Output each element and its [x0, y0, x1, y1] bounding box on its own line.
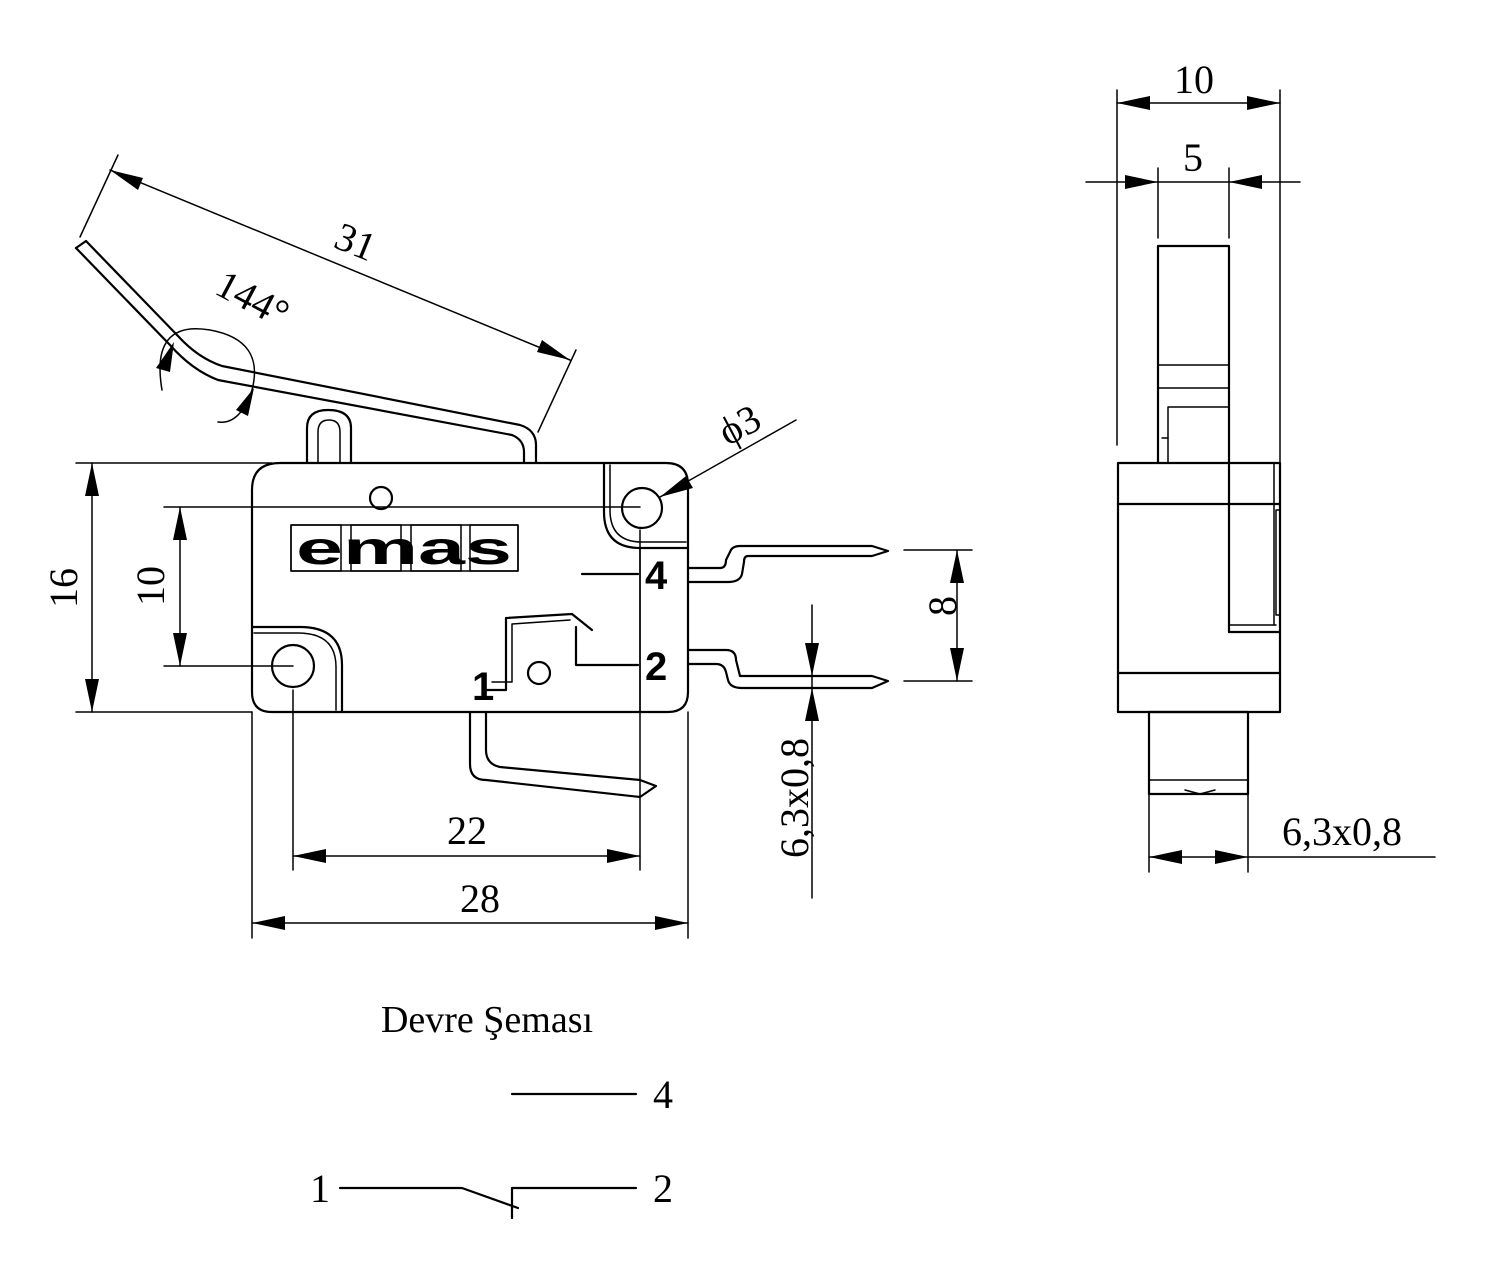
mount-pocket-inner-top-right [609, 464, 687, 543]
circuit-line-2 [510, 1186, 638, 1220]
contact-1-inner [491, 619, 571, 683]
side-dim-actuator-width: 5 [1183, 135, 1203, 180]
side-dim-63-arrow-left [1149, 850, 1182, 864]
dim-28-arrow-right [655, 916, 688, 930]
dim-8-arrow-top [950, 550, 964, 583]
switch-body [250, 461, 690, 714]
mounting-hole-top-right [620, 486, 664, 530]
dim-terminal-size-front: 6,3x0,8 [772, 738, 817, 858]
contact-2-mark [574, 625, 640, 667]
dim-22-arrow-left [293, 849, 326, 863]
circuit-diagram-title: Devre Şeması [381, 999, 593, 1041]
side-dim-width: 10 [1174, 57, 1214, 102]
dim-8-arrow-bottom [950, 648, 964, 681]
brand-logo-text: emas [296, 522, 512, 574]
side-terminal [1147, 710, 1250, 796]
dim-10v-arrow-bottom [173, 633, 187, 666]
side-actuator [1156, 244, 1231, 465]
dim-16-arrow-top [85, 463, 99, 496]
side-dim-10-arrow-left [1117, 96, 1150, 110]
dim-height: 16 [41, 568, 86, 608]
mount-pocket-bottom-left [250, 625, 344, 714]
dim-lever-angle: 144° [209, 261, 297, 336]
side-dim-5-arrow-right [1229, 175, 1262, 189]
plunger [305, 408, 353, 465]
dim-144-arrow-a [156, 342, 174, 372]
lever-arm [74, 239, 538, 465]
terminal-4-label: 4 [645, 554, 668, 598]
side-body-bump [1275, 509, 1281, 616]
side-dim-63-arrow-right [1215, 850, 1248, 864]
terminal-4-tab [686, 544, 890, 584]
dim-28-arrow-left [252, 916, 285, 930]
dim-31-line [109, 169, 571, 361]
dim-63-front-arrow-bottom [805, 688, 819, 721]
circuit-line-1 [338, 1186, 520, 1210]
terminal-1-tab [468, 710, 658, 799]
brand-logo: emas [290, 522, 519, 574]
side-view: 10 5 6,3x0,8 [1085, 57, 1436, 873]
circuit-diagram: Devre Şeması 4 1 2 [310, 999, 673, 1220]
plunger-inner [317, 419, 341, 464]
side-actuator-block [1167, 406, 1230, 464]
side-dim-10-arrow-right [1247, 96, 1280, 110]
contact-dot [526, 660, 552, 686]
dim-lever-length: 31 [329, 213, 383, 270]
dim-hole-spacing-horizontal: 22 [447, 808, 487, 853]
terminal-2-label: 2 [645, 645, 667, 689]
terminal-1-label: 1 [472, 665, 494, 709]
lever-arm-lower [74, 246, 526, 465]
terminal-2-tab [686, 648, 890, 690]
dim-10v-arrow-top [173, 507, 187, 540]
side-dim-terminal-size: 6,3x0,8 [1282, 809, 1402, 854]
reference-dot [368, 485, 394, 511]
front-view: emas 4 2 1 31 144° ϕ3 [41, 154, 973, 939]
contact-1-mark [484, 612, 594, 692]
dim-phi3-arrow [660, 476, 693, 497]
dim-16-arrow-bottom [85, 679, 99, 712]
circuit-label-4: 4 [653, 1072, 673, 1117]
dim-hole-diameter: ϕ3 [711, 395, 768, 454]
dim-width: 28 [460, 876, 500, 921]
dim-22-arrow-right [607, 849, 640, 863]
dim-hole-spacing-vertical: 10 [128, 566, 173, 606]
dim-terminal-pitch: 8 [920, 596, 965, 616]
dim-144-arrow-b [236, 388, 254, 416]
mount-pocket-inner-bottom-left [253, 632, 337, 711]
dim-31-ext-b [537, 349, 577, 433]
dim-63-front-arrow-top [805, 643, 819, 676]
side-terminal-tip [1184, 789, 1216, 795]
dim-31-ext-a [79, 154, 119, 238]
mount-pocket-top-right [602, 461, 690, 550]
side-body [1116, 461, 1282, 714]
side-dim-5-arrow-left [1125, 175, 1158, 189]
circuit-label-2: 2 [653, 1166, 673, 1211]
circuit-label-1: 1 [310, 1166, 330, 1211]
dim-31-arrow-a [110, 170, 143, 190]
dim-31-arrow-b [537, 340, 570, 360]
